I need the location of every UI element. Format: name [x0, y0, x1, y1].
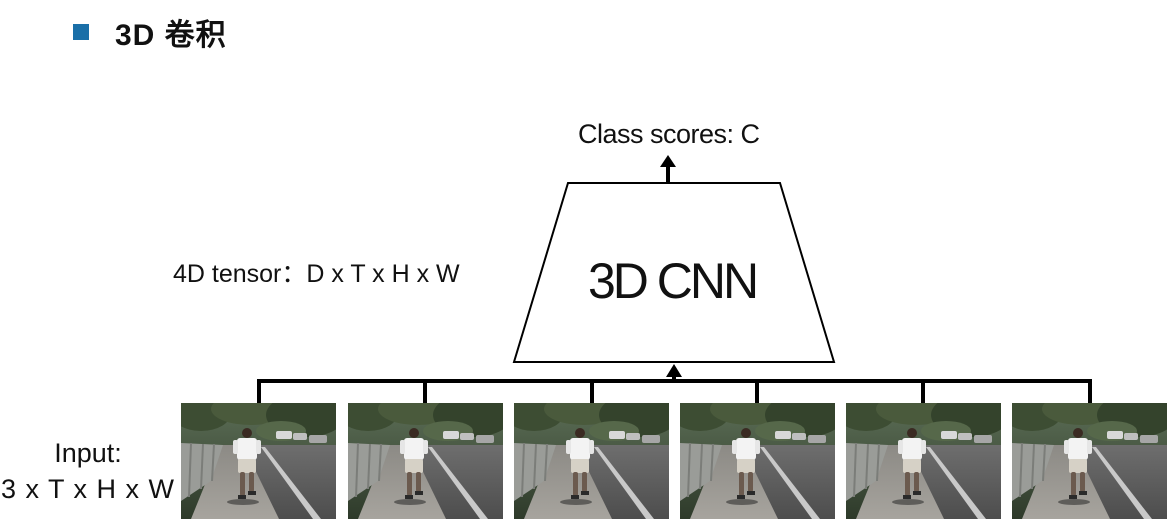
video-frame-1	[181, 403, 336, 519]
video-frame-4	[680, 403, 835, 519]
input-arrow-head-icon	[666, 364, 682, 377]
video-frame-3	[514, 403, 669, 519]
input-label-line2: 3 x T x H x W	[0, 474, 176, 504]
video-frame-5	[846, 403, 1001, 519]
square-bullet-icon	[73, 24, 89, 40]
slide-title-text: 3D 卷积	[115, 19, 227, 52]
cnn-trapezoid	[512, 182, 836, 363]
video-frame-2	[348, 403, 503, 519]
input-label-line1: Input:	[54, 438, 122, 468]
tensor-label: 4D tensor：D x T x H x W	[173, 260, 460, 288]
cnn-label: 3D CNN	[588, 253, 759, 309]
slide-title: 3D 卷积	[73, 14, 227, 52]
video-frame-6	[1012, 403, 1167, 519]
output-label: Class scores: C	[578, 119, 760, 149]
output-arrow-head-icon	[660, 155, 676, 167]
